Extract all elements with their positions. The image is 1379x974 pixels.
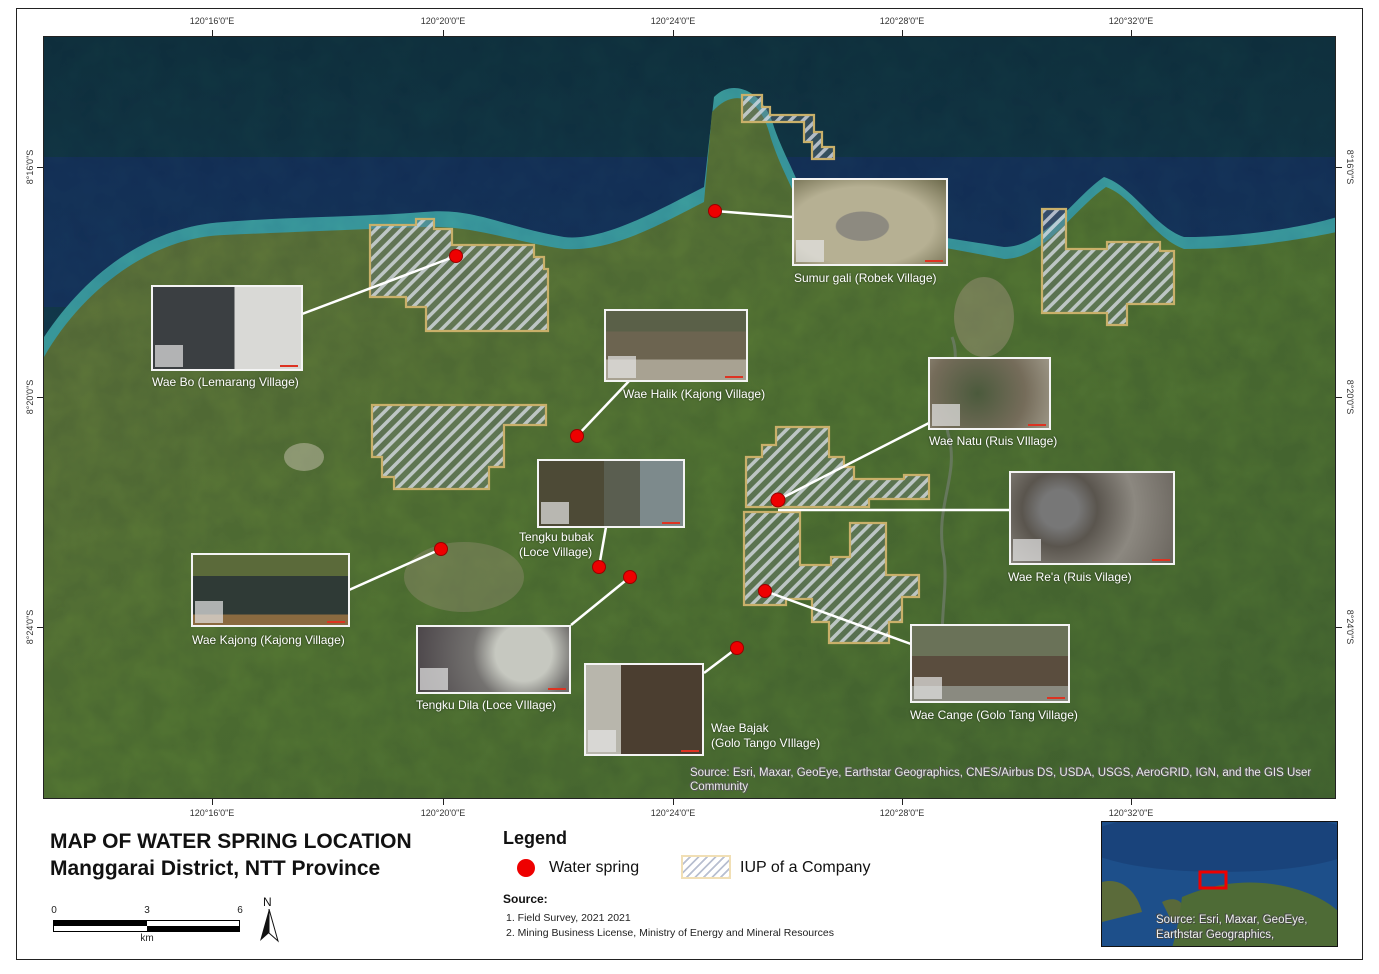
lon-tick-label: 120°28'0"E	[879, 808, 925, 818]
photo-wae-natu[interactable]	[928, 357, 1051, 430]
photo-sumur-gali[interactable]	[792, 178, 948, 266]
inset-attribution-line: Source: Esri, Maxar, GeoEye,	[1156, 914, 1308, 926]
lon-tick-label: 120°32'0"E	[1108, 16, 1154, 26]
photo-wae-kajong[interactable]	[191, 553, 350, 627]
lat-tick-label: 8°20'0"S	[1345, 379, 1355, 415]
lon-tick-label: 120°28'0"E	[879, 16, 925, 26]
water-spring-marker[interactable]	[730, 641, 744, 655]
photo-wae-cange[interactable]	[910, 624, 1070, 703]
water-spring-marker[interactable]	[623, 570, 637, 584]
inset-basemap	[1102, 822, 1337, 946]
north-arrow: N	[258, 895, 280, 943]
lat-tick-label: 8°20'0"S	[25, 379, 35, 415]
caption-wae-rea: Wae Re'a (Ruis Vilage)	[1008, 570, 1132, 584]
lat-tick-label: 8°16'0"S	[25, 149, 35, 185]
lat-tick-label: 8°24'0"S	[1345, 609, 1355, 645]
photo-wae-rea[interactable]	[1009, 471, 1175, 565]
lon-tick-label: 120°20'0"E	[420, 16, 466, 26]
source-item: 1. Field Survey, 2021 2021	[506, 912, 631, 924]
legend-title: Legend	[503, 828, 568, 848]
inset-locator-map[interactable]: Source: Esri, Maxar, GeoEye, Earthstar G…	[1101, 821, 1338, 947]
water-spring-marker[interactable]	[449, 249, 463, 263]
photo-tengku-dila[interactable]	[416, 625, 571, 694]
caption-wae-cange: Wae Cange (Golo Tang Village)	[910, 708, 1078, 722]
caption-sumur-gali: Sumur gali (Robek Village)	[794, 271, 937, 285]
water-spring-marker[interactable]	[708, 204, 722, 218]
title-line-1: MAP OF WATER SPRING LOCATION	[50, 830, 412, 853]
north-arrow-icon	[260, 909, 279, 943]
caption-tengku-bubak-1: Tengku bubak	[519, 530, 594, 544]
caption-tengku-bubak-2: (Loce Village)	[519, 545, 593, 559]
caption-wae-bo: Wae Bo (Lemarang Village)	[152, 375, 299, 389]
title-line-2: Manggarai District, NTT Province	[50, 857, 381, 880]
photo-wae-halik[interactable]	[604, 309, 748, 382]
lon-tick-label: 120°16'0"E	[189, 16, 235, 26]
inset-attribution-line: Earthstar Geographics,	[1156, 929, 1275, 941]
caption-wae-bajak-2: (Golo Tango VIllage)	[711, 736, 821, 750]
satellite-basemap	[44, 37, 1335, 798]
caption-wae-halik: Wae Halik (Kajong Village)	[623, 387, 766, 401]
source-title: Source:	[503, 892, 548, 906]
scale-label-0: 0	[51, 905, 57, 916]
water-spring-marker[interactable]	[570, 429, 584, 443]
caption-wae-bajak-1: Wae Bajak	[711, 721, 769, 735]
caption-wae-natu: Wae Natu (Ruis VIllage)	[929, 434, 1058, 448]
water-spring-marker[interactable]	[758, 584, 772, 598]
water-spring-marker[interactable]	[770, 492, 786, 508]
caption-tengku-dila: Tengku Dila (Loce VIllage)	[416, 698, 557, 712]
lon-tick-label: 120°32'0"E	[1108, 808, 1154, 818]
satellite-map[interactable]: Wae Bo (Lemarang Village) Sumur gali (Ro…	[43, 36, 1336, 799]
legend-water-spring: Water spring	[549, 859, 640, 876]
water-spring-marker[interactable]	[434, 542, 448, 556]
inset-attribution: Source: Esri, Maxar, GeoEye, Earthstar G…	[1156, 913, 1307, 943]
north-label: N	[263, 895, 272, 909]
map-attribution: Source: Esri, Maxar, GeoEye, Earthstar G…	[690, 767, 1312, 793]
lon-tick-label: 120°16'0"E	[189, 808, 235, 818]
connector-lines	[301, 209, 1010, 674]
lon-tick-label: 120°24'0"E	[650, 16, 696, 26]
legend-iup: IUP of a Company	[740, 859, 871, 876]
source-item: 2. Mining Business License, Ministry of …	[506, 927, 834, 939]
lat-tick-label: 8°24'0"S	[25, 609, 35, 645]
scale-unit: km	[140, 933, 154, 944]
photo-wae-bo[interactable]	[151, 285, 303, 371]
lon-tick-label: 120°20'0"E	[420, 808, 466, 818]
scale-label-3: 3	[144, 905, 150, 916]
water-spring-legend-icon	[517, 859, 535, 877]
lat-tick-label: 8°16'0"S	[1345, 149, 1355, 185]
iup-polygons	[368, 93, 1176, 645]
map-title: MAP OF WATER SPRING LOCATION Manggarai D…	[50, 828, 412, 882]
caption-wae-kajong: Wae Kajong (Kajong Village)	[192, 633, 345, 647]
iup-legend-icon	[681, 855, 731, 879]
map-frame	[16, 8, 1363, 960]
photo-wae-bajak[interactable]	[584, 663, 704, 756]
lon-tick-label: 120°24'0"E	[650, 808, 696, 818]
scale-label-6: 6	[237, 905, 243, 916]
water-spring-marker[interactable]	[592, 560, 606, 574]
photo-tengku-bubak[interactable]	[537, 459, 685, 528]
